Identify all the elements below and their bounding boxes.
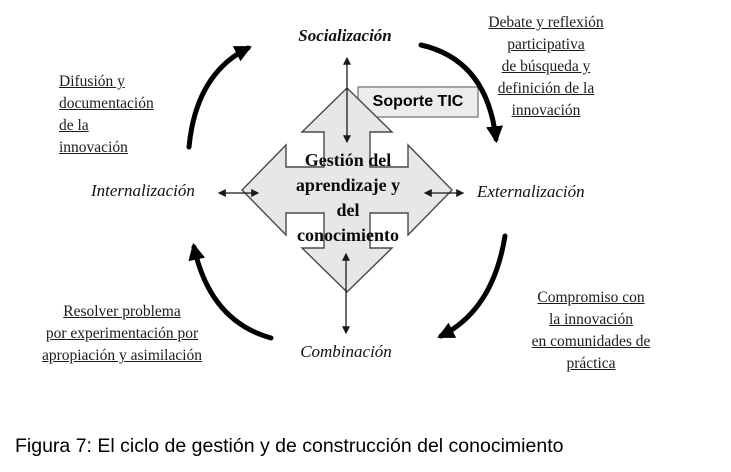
node-label-internalizacion: Internalización bbox=[91, 181, 195, 200]
annotation-resolver: Resolver problema por experimentación po… bbox=[41, 303, 203, 364]
annotation-compromiso: Compromiso con la innovación en comunida… bbox=[531, 289, 651, 372]
cycle-arrow-internalizacion-to-socializacion bbox=[186, 45, 252, 150]
cycle-arrow-socializacion-to-externalizacion bbox=[418, 42, 503, 144]
annotation-difusion: Difusión y documentación de la innovació… bbox=[59, 73, 154, 156]
node-label-socializacion: Socialización bbox=[298, 26, 392, 45]
figure-caption: Figura 7: El ciclo de gestión y de const… bbox=[15, 435, 564, 457]
cycle-arrow-combinacion-to-internalizacion bbox=[188, 242, 274, 341]
soporte-tic-label: Soporte TIC bbox=[372, 93, 464, 110]
annotation-debate: Debate y reflexión participativa de búsq… bbox=[488, 14, 604, 119]
node-label-externalizacion: Externalización bbox=[477, 182, 585, 201]
center-shape-label: Gestión del aprendizaje y del conocimien… bbox=[295, 150, 401, 245]
node-label-combinacion: Combinación bbox=[300, 342, 392, 361]
cycle-arrow-externalizacion-to-combinacion bbox=[437, 233, 508, 339]
